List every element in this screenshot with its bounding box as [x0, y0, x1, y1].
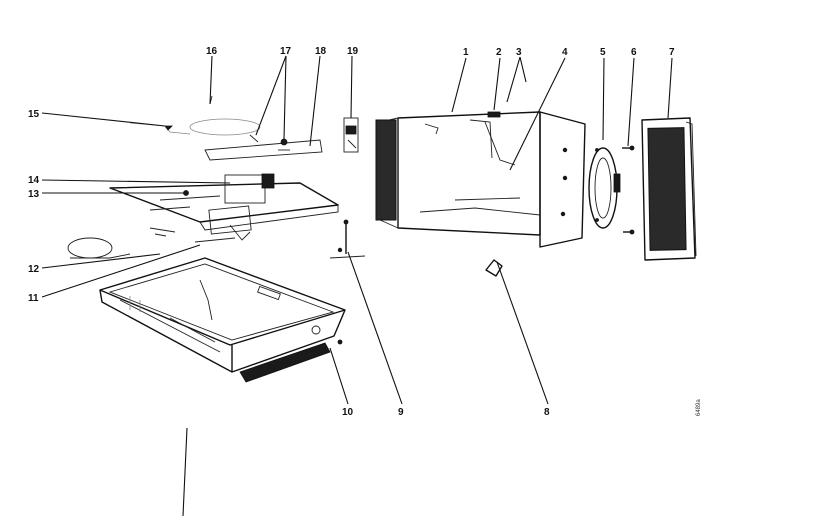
callout-11: 11: [28, 293, 39, 304]
callout-17: 17: [280, 46, 292, 57]
leader-lines: [41, 55, 673, 516]
callout-10: 10: [342, 407, 354, 418]
callout-1: 1: [463, 47, 469, 58]
chassis-plate: [109, 173, 339, 241]
clip: [485, 259, 503, 277]
callout-7: 7: [669, 47, 675, 58]
drawing-code: 6489a: [696, 399, 702, 416]
callout-19: 19: [347, 46, 359, 57]
front-grille: [641, 117, 697, 261]
fan-ring: [588, 147, 621, 229]
callout-13: 13: [28, 189, 40, 200]
callout-12: 12: [28, 264, 40, 275]
callout-4: 4: [562, 47, 568, 58]
callout-2: 2: [496, 47, 502, 58]
float-assembly: [67, 227, 236, 259]
pin-assembly: [329, 219, 366, 259]
callout-14: 14: [28, 175, 40, 186]
callout-15: 15: [28, 109, 40, 120]
callout-5: 5: [600, 47, 606, 58]
callout-9: 9: [398, 407, 404, 418]
callout-16: 16: [206, 46, 218, 57]
callout-18: 18: [315, 46, 327, 57]
callout-3: 3: [516, 47, 522, 58]
cabinet-housing: [375, 111, 586, 248]
bracket: [343, 117, 359, 153]
top-cover: [129, 95, 323, 161]
callout-6: 6: [631, 47, 637, 58]
callout-numbers: 1 2 3 4 5 6 7 8 9 10 11 12 13 14 15 16 1…: [28, 46, 675, 418]
screws: [622, 145, 635, 235]
callout-8: 8: [544, 407, 550, 418]
base-pan: [99, 257, 346, 383]
